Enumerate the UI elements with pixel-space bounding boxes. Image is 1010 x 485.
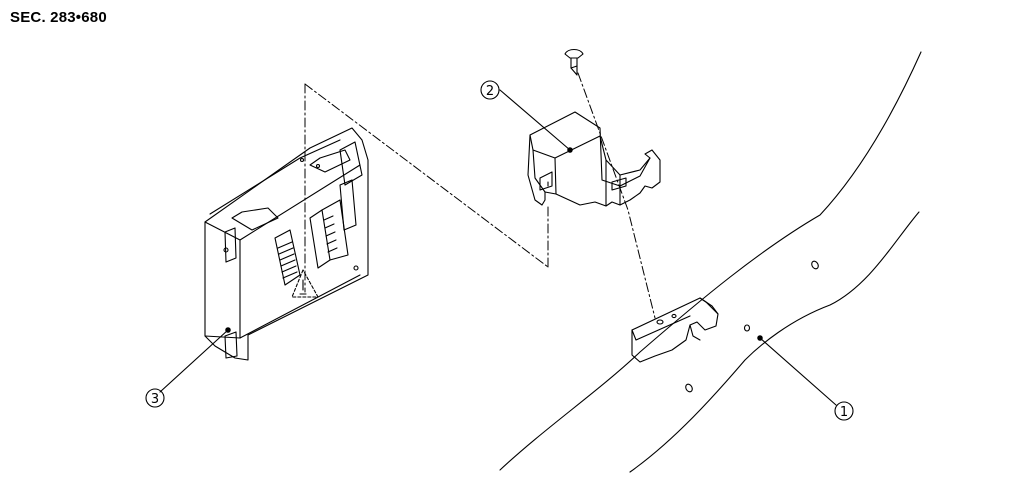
leader-line-part2 xyxy=(499,89,571,151)
leader-dot-part1 xyxy=(757,335,763,341)
callout-circle-part3 xyxy=(145,388,165,408)
body-panel xyxy=(499,51,922,473)
bolt-fastener xyxy=(564,48,584,76)
callout-circle-part1 xyxy=(834,401,854,421)
callout-number-part1: 1 xyxy=(840,405,848,420)
control-module xyxy=(204,127,369,361)
callout-number-part3: 3 xyxy=(151,392,159,407)
section-label: SEC. 283•680 xyxy=(10,9,107,26)
leader-line-part1 xyxy=(759,337,837,406)
installation-lines xyxy=(304,72,656,319)
leader-dot-part2 xyxy=(567,147,573,153)
callout-number-part2: 2 xyxy=(486,84,494,99)
leader-dot-part3 xyxy=(225,327,231,333)
callout-circle-part2 xyxy=(480,80,500,100)
leader-line-part3 xyxy=(159,329,229,393)
mounting-bracket xyxy=(527,111,661,207)
